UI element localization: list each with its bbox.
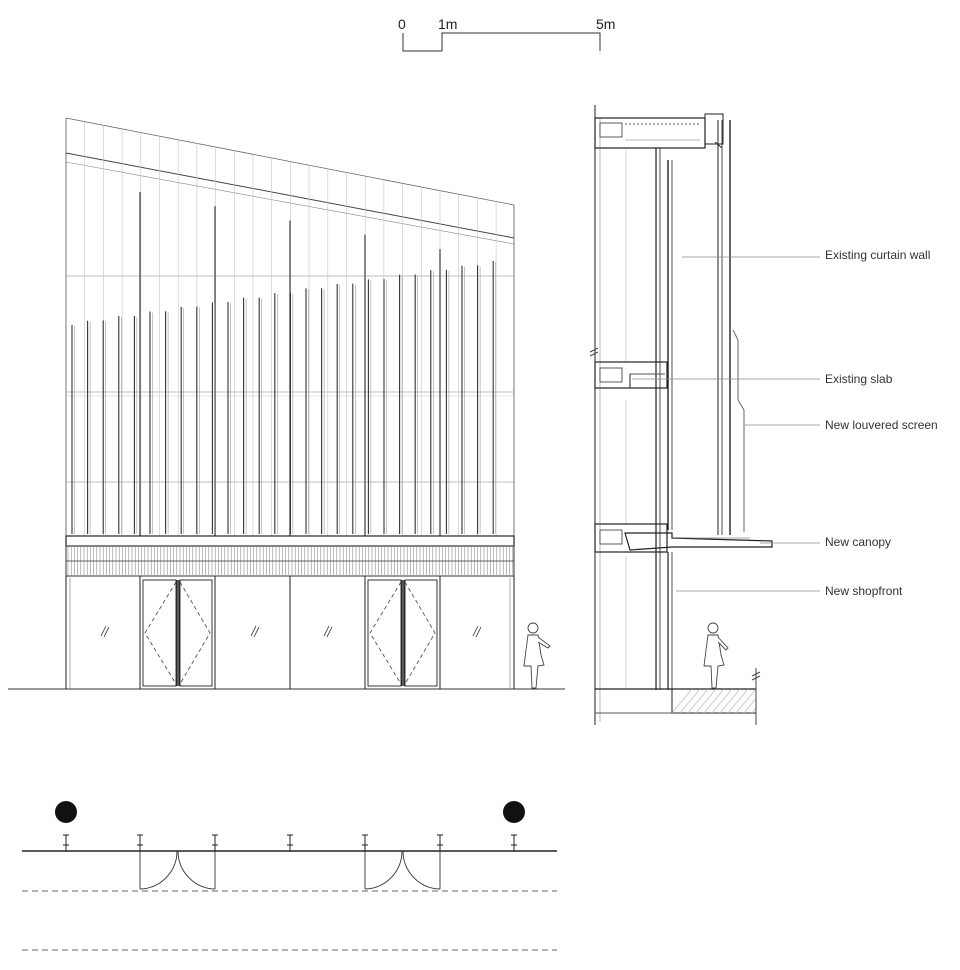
shopfront-elevation [65,576,515,689]
glazing-marks [100,625,482,638]
human-figure-elevation [523,622,551,689]
hatch-line [695,688,717,714]
canopy-section [624,532,773,551]
hatch-line [703,688,725,714]
hatch-line [711,688,733,714]
hatch-line [727,688,749,714]
ground-floor-plan [22,801,557,951]
hatch-line [751,707,757,714]
wall-section [589,105,773,725]
scale-bar [402,32,601,52]
label-existing-curtain-wall: Existing curtain wall [825,248,930,262]
scale-label-1m: 1m [438,16,457,32]
door-swings-right [364,850,441,890]
label-new-canopy: New canopy [825,535,891,549]
scale-label-5m: 5m [596,16,615,32]
plan-mullions [63,834,517,851]
label-new-louvered-screen: New louvered screen [825,418,938,432]
hatch-line [719,688,741,714]
column-right [503,801,525,823]
label-existing-slab: Existing slab [825,372,893,386]
door-swings-left [139,850,216,890]
scale-label-0: 0 [398,16,406,32]
leader-lines [632,256,820,592]
hatch-line [687,688,709,714]
canopy-level-slab [594,523,668,553]
roof-line-top [65,117,515,206]
louvre-fins [71,261,496,534]
hatch-line [743,698,757,714]
hatch-line [679,688,701,714]
mid-slab [594,361,668,389]
curtain-wall-mullions [84,121,497,536]
canopy-slats [66,547,514,575]
canopy-fascia [65,535,515,547]
human-figure-section [703,622,729,689]
hatch-line [735,688,757,714]
double-door-left [142,579,213,687]
column-left [55,801,77,823]
front-elevation [8,117,565,690]
hatch-line [671,688,693,714]
ground-hatching [671,688,757,714]
label-new-shopfront: New shopfront [825,584,903,598]
double-door-right [367,579,438,687]
